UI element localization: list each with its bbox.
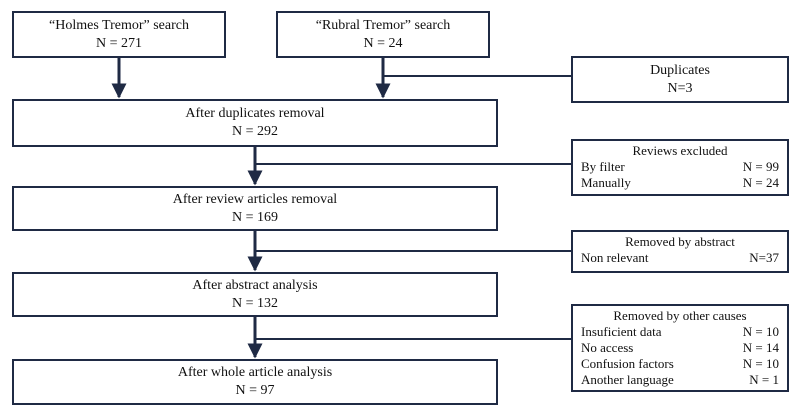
reviews-excluded-box: Reviews excluded By filter N = 99 Manual… <box>571 139 789 196</box>
list-item: Another language N = 1 <box>581 372 779 388</box>
rubral-search-label: “Rubral Tremor” search <box>315 17 451 33</box>
list-item: Insuficient data N = 10 <box>581 324 779 340</box>
removed-other-row-value: N = 1 <box>749 372 779 387</box>
after-abstract-label: After abstract analysis <box>192 277 318 293</box>
rubral-search-box: “Rubral Tremor” search N = 24 <box>276 11 490 58</box>
removed-other-row-label: No access <box>581 340 634 355</box>
duplicates-title: Duplicates <box>650 62 710 78</box>
list-item: Confusion factors N = 10 <box>581 356 779 372</box>
holmes-search-label: “Holmes Tremor” search <box>49 17 189 33</box>
reviews-excluded-row-value: N = 99 <box>742 159 779 174</box>
list-item: Manually N = 24 <box>581 175 779 191</box>
removed-by-abstract-row-label: Non relevant <box>581 250 649 265</box>
removed-other-row-value: N = 14 <box>742 340 779 355</box>
after-reviews-label: After review articles removal <box>172 191 338 207</box>
reviews-excluded-row-label: Manually <box>581 175 631 190</box>
after-duplicates-count: N = 292 <box>231 124 278 139</box>
removed-by-abstract-box: Removed by abstract Non relevant N=37 <box>571 230 789 273</box>
reviews-excluded-row-label: By filter <box>581 159 625 174</box>
list-item: No access N = 14 <box>581 340 779 356</box>
after-duplicates-box: After duplicates removal N = 292 <box>12 99 498 147</box>
duplicates-count: N=3 <box>667 80 693 96</box>
reviews-excluded-row-value: N = 24 <box>742 175 779 190</box>
reviews-excluded-title: Reviews excluded <box>632 143 728 158</box>
removed-other-title: Removed by other causes <box>613 308 747 323</box>
removed-other-row-label: Another language <box>581 372 674 387</box>
list-item: Non relevant N=37 <box>581 250 779 266</box>
list-item: By filter N = 99 <box>581 159 779 175</box>
removed-by-abstract-row-value: N=37 <box>749 250 779 265</box>
after-whole-count: N = 97 <box>235 383 275 398</box>
removed-by-abstract-title: Removed by abstract <box>625 234 735 249</box>
after-abstract-count: N = 132 <box>231 295 278 311</box>
rubral-search-count: N = 24 <box>363 35 403 51</box>
removed-other-box: Removed by other causes Insuficient data… <box>571 304 789 392</box>
removed-other-row-label: Insuficient data <box>581 324 662 339</box>
after-duplicates-label: After duplicates removal <box>185 106 325 121</box>
removed-other-row-value: N = 10 <box>742 324 779 339</box>
duplicates-box: Duplicates N=3 <box>571 56 789 103</box>
after-reviews-box: After review articles removal N = 169 <box>12 186 498 231</box>
after-whole-label: After whole article analysis <box>177 365 333 380</box>
holmes-search-count: N = 271 <box>95 35 142 51</box>
removed-other-row-value: N = 10 <box>742 356 779 371</box>
holmes-search-box: “Holmes Tremor” search N = 271 <box>12 11 226 58</box>
after-abstract-box: After abstract analysis N = 132 <box>12 272 498 317</box>
after-whole-box: After whole article analysis N = 97 <box>12 359 498 405</box>
after-reviews-count: N = 169 <box>231 209 278 225</box>
removed-other-row-label: Confusion factors <box>581 356 674 371</box>
